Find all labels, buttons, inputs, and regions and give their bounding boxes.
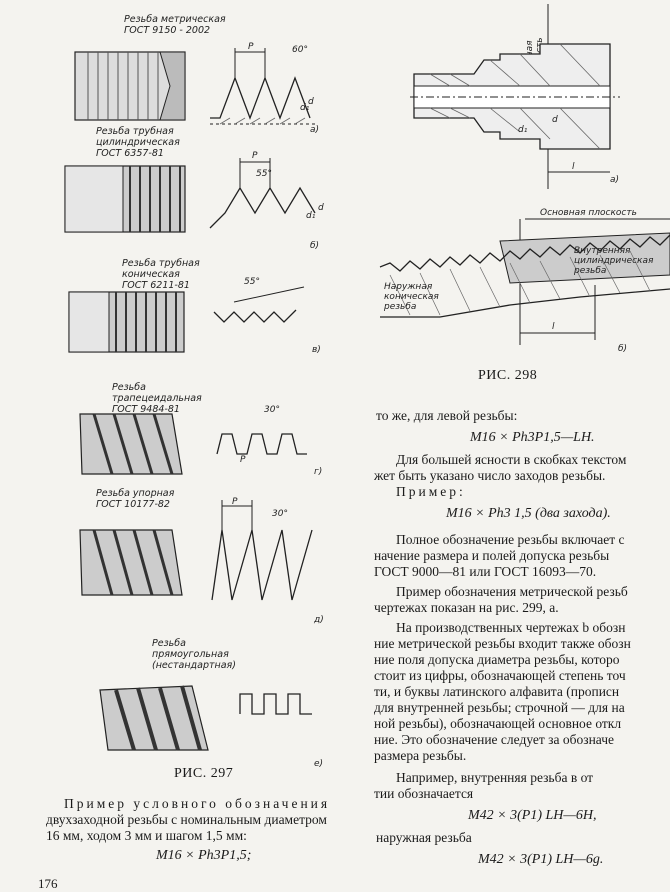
text-line: тии обозначается <box>374 786 474 801</box>
svg-text:г): г) <box>314 467 322 477</box>
thread-d-label: Резьба трапецеидальная ГОСТ 9484-81 <box>112 382 202 415</box>
formula-line: M42 × 3(P1) LH—6H, <box>468 808 597 823</box>
svg-text:а): а) <box>310 125 319 135</box>
formula-line: M42 × 3(P1) LH—6g. <box>478 852 604 867</box>
thread-d-drawing: 30° P г) <box>79 405 322 477</box>
thread-b-drawing: P 55° d₁ d б) <box>64 151 324 251</box>
text-line: На производственных чертежах b обозн <box>396 620 626 635</box>
svg-text:d₁: d₁ <box>306 211 316 221</box>
left-formula: M16 × Ph3P1,5; <box>156 848 252 863</box>
thread-c-label: Резьба трубная коническая ГОСТ 6211-81 <box>122 258 200 291</box>
svg-text:l: l <box>572 162 575 172</box>
svg-text:P: P <box>240 455 246 465</box>
text-line: жет быть указано число заходов резьбы. <box>374 468 606 483</box>
thread-a-drawing: P 60° d₁ d а) <box>74 42 319 135</box>
svg-text:l: l <box>552 322 555 332</box>
svg-text:d: d <box>552 115 558 125</box>
text-line: для внутренней резьбы; строчной — для на <box>374 700 625 715</box>
svg-text:30°: 30° <box>264 405 280 415</box>
thread-f-label: Резьба прямоугольная (нестандартная) <box>152 638 236 671</box>
text-line: размера резьбы. <box>374 748 467 763</box>
text-line: ной резьбы), обозначающей основное откл <box>374 716 622 731</box>
text-line: то же, для левой резьбы: <box>376 408 518 423</box>
svg-text:P: P <box>252 151 258 161</box>
thread-a-label: Резьба метрическая ГОСТ 9150 - 2002 <box>124 14 226 36</box>
formula-line: M16 × Ph3 1,5 (два захода). <box>446 506 611 521</box>
text-line: Пример: <box>396 484 466 499</box>
svg-text:в): в) <box>312 345 321 355</box>
svg-text:д): д) <box>313 615 324 625</box>
svg-text:d₁: d₁ <box>518 125 528 135</box>
text-line: стоит из цифры, обозначающей степень точ <box>374 668 626 683</box>
thread-b-label: Резьба трубная цилиндрическая ГОСТ 6357-… <box>96 126 180 159</box>
formula-line: M16 × Ph3P1,5—LH. <box>470 430 595 445</box>
text-line: Для большей ясности в скобках текстом <box>396 452 627 467</box>
thread-e-label: Резьба упорная ГОСТ 10177-82 <box>96 488 175 510</box>
label-line: резьба <box>383 302 416 312</box>
svg-text:е): е) <box>314 759 323 769</box>
svg-text:P: P <box>248 42 254 52</box>
svg-text:б): б) <box>310 241 319 251</box>
svg-text:Основная плоскость: Основная плоскость <box>540 208 637 218</box>
text-line: ти, и буквы латинского алфавита (прописн <box>374 684 620 699</box>
svg-text:P: P <box>232 497 238 507</box>
text-line: ние метрической резьбы входит также обоз… <box>374 636 631 651</box>
left-para-line-3: 16 мм, ходом 3 мм и шагом 1,5 мм: <box>46 828 247 843</box>
text-line: ние. Это обозначение следует за обозначе <box>374 732 615 747</box>
svg-text:б): б) <box>618 344 627 354</box>
text-line: наружная резьба <box>376 830 472 845</box>
label-line: резьба <box>573 266 606 276</box>
text-line: ГОСТ 9000—81 или ГОСТ 16093—70. <box>374 564 597 579</box>
thread-f-drawing: е) <box>99 685 323 769</box>
text-line: ние поля допуска диаметра резьбы, которо <box>374 652 620 667</box>
svg-text:55°: 55° <box>244 277 260 287</box>
svg-text:d: d <box>318 203 324 213</box>
thread-c-drawing: 55° в) <box>68 277 321 355</box>
page-number: 176 <box>38 876 58 891</box>
text-line: чертежах показан на рис. 299, а. <box>374 600 559 615</box>
text-line: Например, внутренняя резьба в от <box>396 770 594 785</box>
svg-text:30°: 30° <box>272 509 288 519</box>
fig-297-caption: РИС. 297 <box>174 766 234 781</box>
svg-text:d: d <box>308 97 314 107</box>
thread-e-drawing: P 30° д) <box>79 497 324 625</box>
label-line: цилиндрическая <box>574 256 654 266</box>
svg-text:55°: 55° <box>256 169 272 179</box>
text-line: начение размера и полей допуска резьбы <box>374 548 610 563</box>
svg-text:d₁: d₁ <box>300 103 310 113</box>
label-line: коническая <box>384 292 439 302</box>
right-text-column: то же, для левой резьбы: M16 × Ph3P1,5—L… <box>372 408 670 868</box>
text-line: Полное обозначение резьбы включает с <box>396 532 625 547</box>
svg-text:а): а) <box>610 175 619 185</box>
left-para-line-1: Пример условного обозначения <box>64 796 331 811</box>
fig-298-caption: РИС. 298 <box>478 368 538 383</box>
left-para-line-2: двухзаходной резьбы с номинальным диамет… <box>46 812 327 827</box>
text-line: Пример обозначения метрической резьб <box>396 584 628 599</box>
svg-text:60°: 60° <box>292 45 308 55</box>
